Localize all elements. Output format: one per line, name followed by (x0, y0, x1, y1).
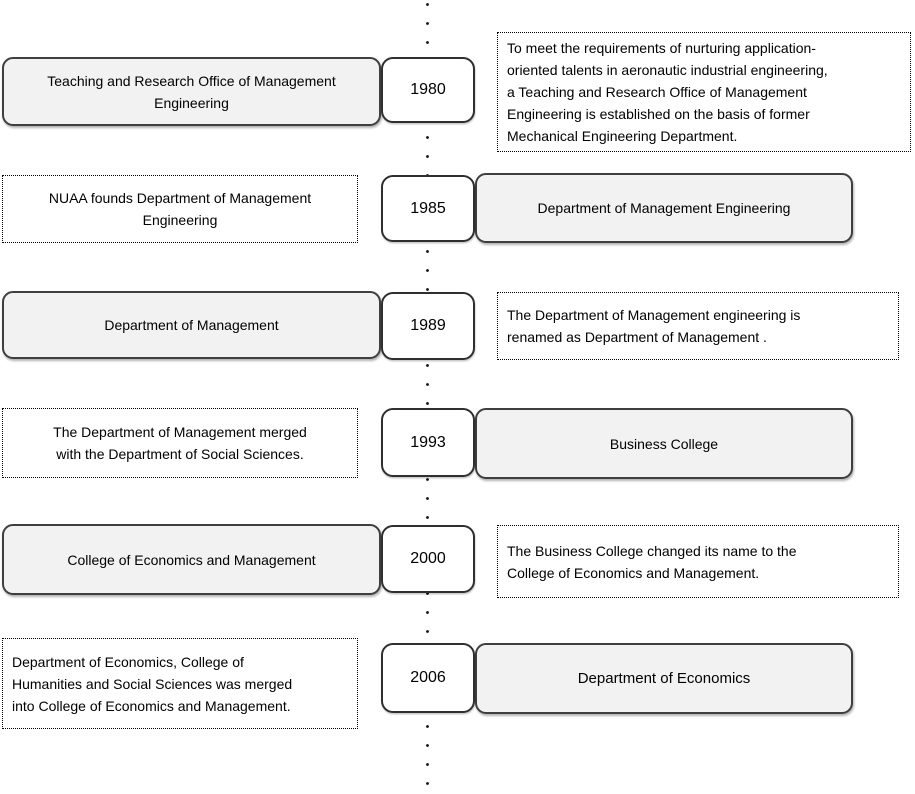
year-box-1980: 1980 (381, 57, 475, 123)
note-box-1989: The Department of Management engineering… (497, 292, 899, 360)
note-box-1980: To meet the requirements of nurturing ap… (497, 32, 911, 152)
milestone-box-2000: College of Economics and Management (2, 524, 381, 595)
year-box-2000: 2000 (381, 525, 475, 593)
note-box-1993: The Department of Management merged with… (2, 408, 358, 478)
milestone-box-2006: Department of Economics (475, 643, 853, 714)
note-box-2006: Department of Economics, College of Huma… (2, 638, 358, 729)
year-box-1993: 1993 (381, 408, 475, 477)
note-box-1985: NUAA founds Department of Management Eng… (2, 175, 358, 243)
milestone-box-1993: Business College (475, 408, 853, 479)
milestone-box-1980: Teaching and Research Office of Manageme… (2, 57, 381, 126)
note-box-2000: The Business College changed its name to… (497, 525, 899, 598)
year-box-1989: 1989 (381, 292, 475, 360)
milestone-box-1985: Department of Management Engineering (475, 173, 853, 243)
timeline-dotted-line (426, 0, 429, 794)
year-box-2006: 2006 (381, 643, 475, 713)
year-box-1985: 1985 (381, 175, 475, 242)
milestone-box-1989: Department of Management (2, 291, 381, 359)
